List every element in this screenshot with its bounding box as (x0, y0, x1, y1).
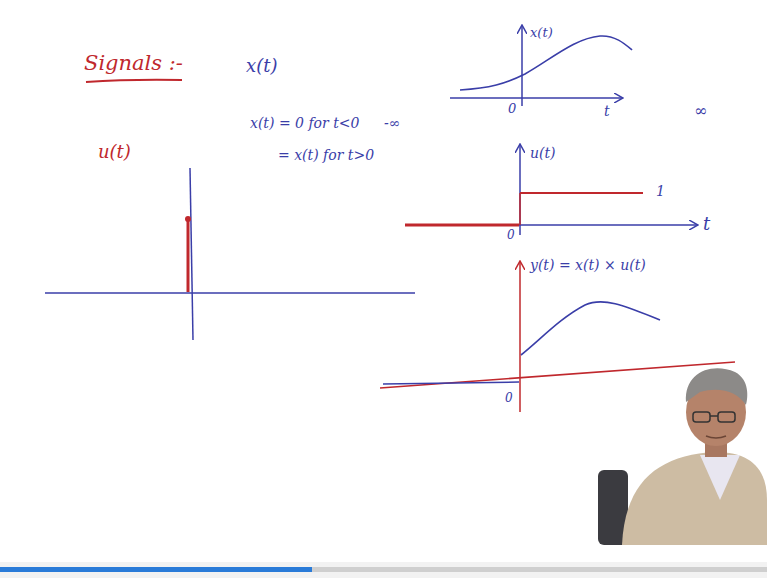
axis-label: x(t) (530, 26, 553, 40)
definition-text: x(t) = 0 for t<0 (250, 116, 359, 131)
origin-label: 0 (507, 229, 515, 242)
x-axis (405, 224, 697, 226)
title-text: Signals :- (84, 52, 183, 75)
progress-track (0, 562, 767, 578)
axis-line (190, 168, 193, 340)
step-zero (405, 224, 519, 227)
zero-part (383, 382, 519, 384)
y-axis (519, 145, 521, 235)
x-axis (380, 362, 735, 388)
infinity-note: ∞ (694, 102, 707, 120)
equation-text: y(t) = x(t) × u(t) (530, 258, 646, 273)
output-curve (521, 302, 660, 355)
axis-label: u(t) (530, 146, 556, 161)
signal-curve (460, 36, 632, 90)
origin-label: 0 (505, 392, 513, 405)
step-one (520, 192, 643, 194)
title-underline (86, 80, 182, 82)
signal-name: u(t) (98, 142, 131, 162)
axis-label: t (604, 104, 610, 119)
progress-buffer (0, 567, 767, 572)
x-axis (450, 97, 622, 99)
definition-text: = x(t) for t>0 (278, 148, 374, 163)
step-edge (519, 193, 521, 225)
axis-label: t (703, 214, 710, 234)
y-axis (521, 26, 523, 106)
level-label: 1 (656, 184, 665, 199)
impulse-line (187, 220, 190, 292)
axis-line (45, 292, 415, 294)
lecturer (598, 368, 767, 545)
infinity-note: -∞ (384, 116, 400, 131)
origin-label: 0 (508, 102, 516, 116)
progress-played (0, 567, 312, 572)
signal-name: x(t) (246, 56, 277, 76)
impulse-dot (185, 216, 191, 222)
y-axis (519, 262, 521, 412)
